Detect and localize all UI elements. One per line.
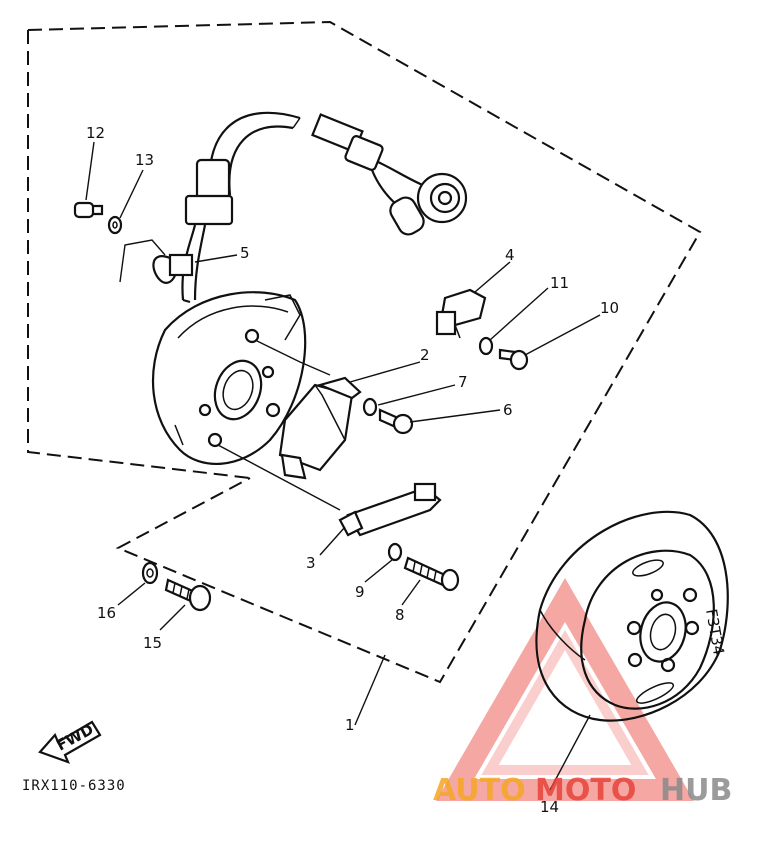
washer-part-9 xyxy=(387,542,403,562)
part-label-15: 15 xyxy=(143,634,162,652)
part-label-2: 2 xyxy=(420,346,430,364)
screw-part-6 xyxy=(378,408,414,435)
leader-lines xyxy=(85,141,601,791)
watermark-part-auto: AUTO xyxy=(433,773,526,808)
screw-part-15 xyxy=(164,578,212,612)
rotor-marking: F3T34 xyxy=(702,608,728,657)
part-label-10: 10 xyxy=(600,299,619,317)
screw-part-8 xyxy=(403,556,460,592)
pickup-coil-part-4 xyxy=(435,288,487,339)
washer-part-16 xyxy=(141,561,159,585)
part-label-5: 5 xyxy=(240,244,250,262)
part-label-4: 4 xyxy=(505,246,515,264)
part-label-8: 8 xyxy=(395,606,405,624)
washer-part-13 xyxy=(107,215,123,235)
part-label-6: 6 xyxy=(503,401,513,419)
part-label-11: 11 xyxy=(550,274,569,292)
watermark-logo-icon xyxy=(435,578,695,801)
watermark-part-moto: MOTO xyxy=(535,773,636,808)
assembly-boundary-line xyxy=(27,20,702,684)
part-label-12: 12 xyxy=(86,124,105,142)
screw-part-10 xyxy=(498,348,529,371)
part-label-1: 1 xyxy=(345,716,355,734)
diagram-code: IRX110-6330 xyxy=(22,778,126,794)
watermark-text: AUTO MOTO HUB xyxy=(433,773,732,808)
charging-coil-part-2 xyxy=(278,376,362,480)
part-label-16: 16 xyxy=(97,604,116,622)
part-label-3: 3 xyxy=(306,554,316,572)
wire-harness xyxy=(152,111,468,304)
part-label-14: 14 xyxy=(540,798,559,816)
source-coil-part-3 xyxy=(338,482,442,537)
washer-part-7 xyxy=(362,397,378,417)
watermark-part-hub: HUB xyxy=(660,773,732,808)
part-label-7: 7 xyxy=(458,373,468,391)
fwd-arrow-icon: FWD xyxy=(38,720,102,764)
part-label-13: 13 xyxy=(135,151,154,169)
screw-part-12 xyxy=(73,201,104,219)
washer-part-11 xyxy=(478,336,494,356)
part-label-9: 9 xyxy=(355,583,365,601)
stator-base-plate xyxy=(151,291,307,466)
